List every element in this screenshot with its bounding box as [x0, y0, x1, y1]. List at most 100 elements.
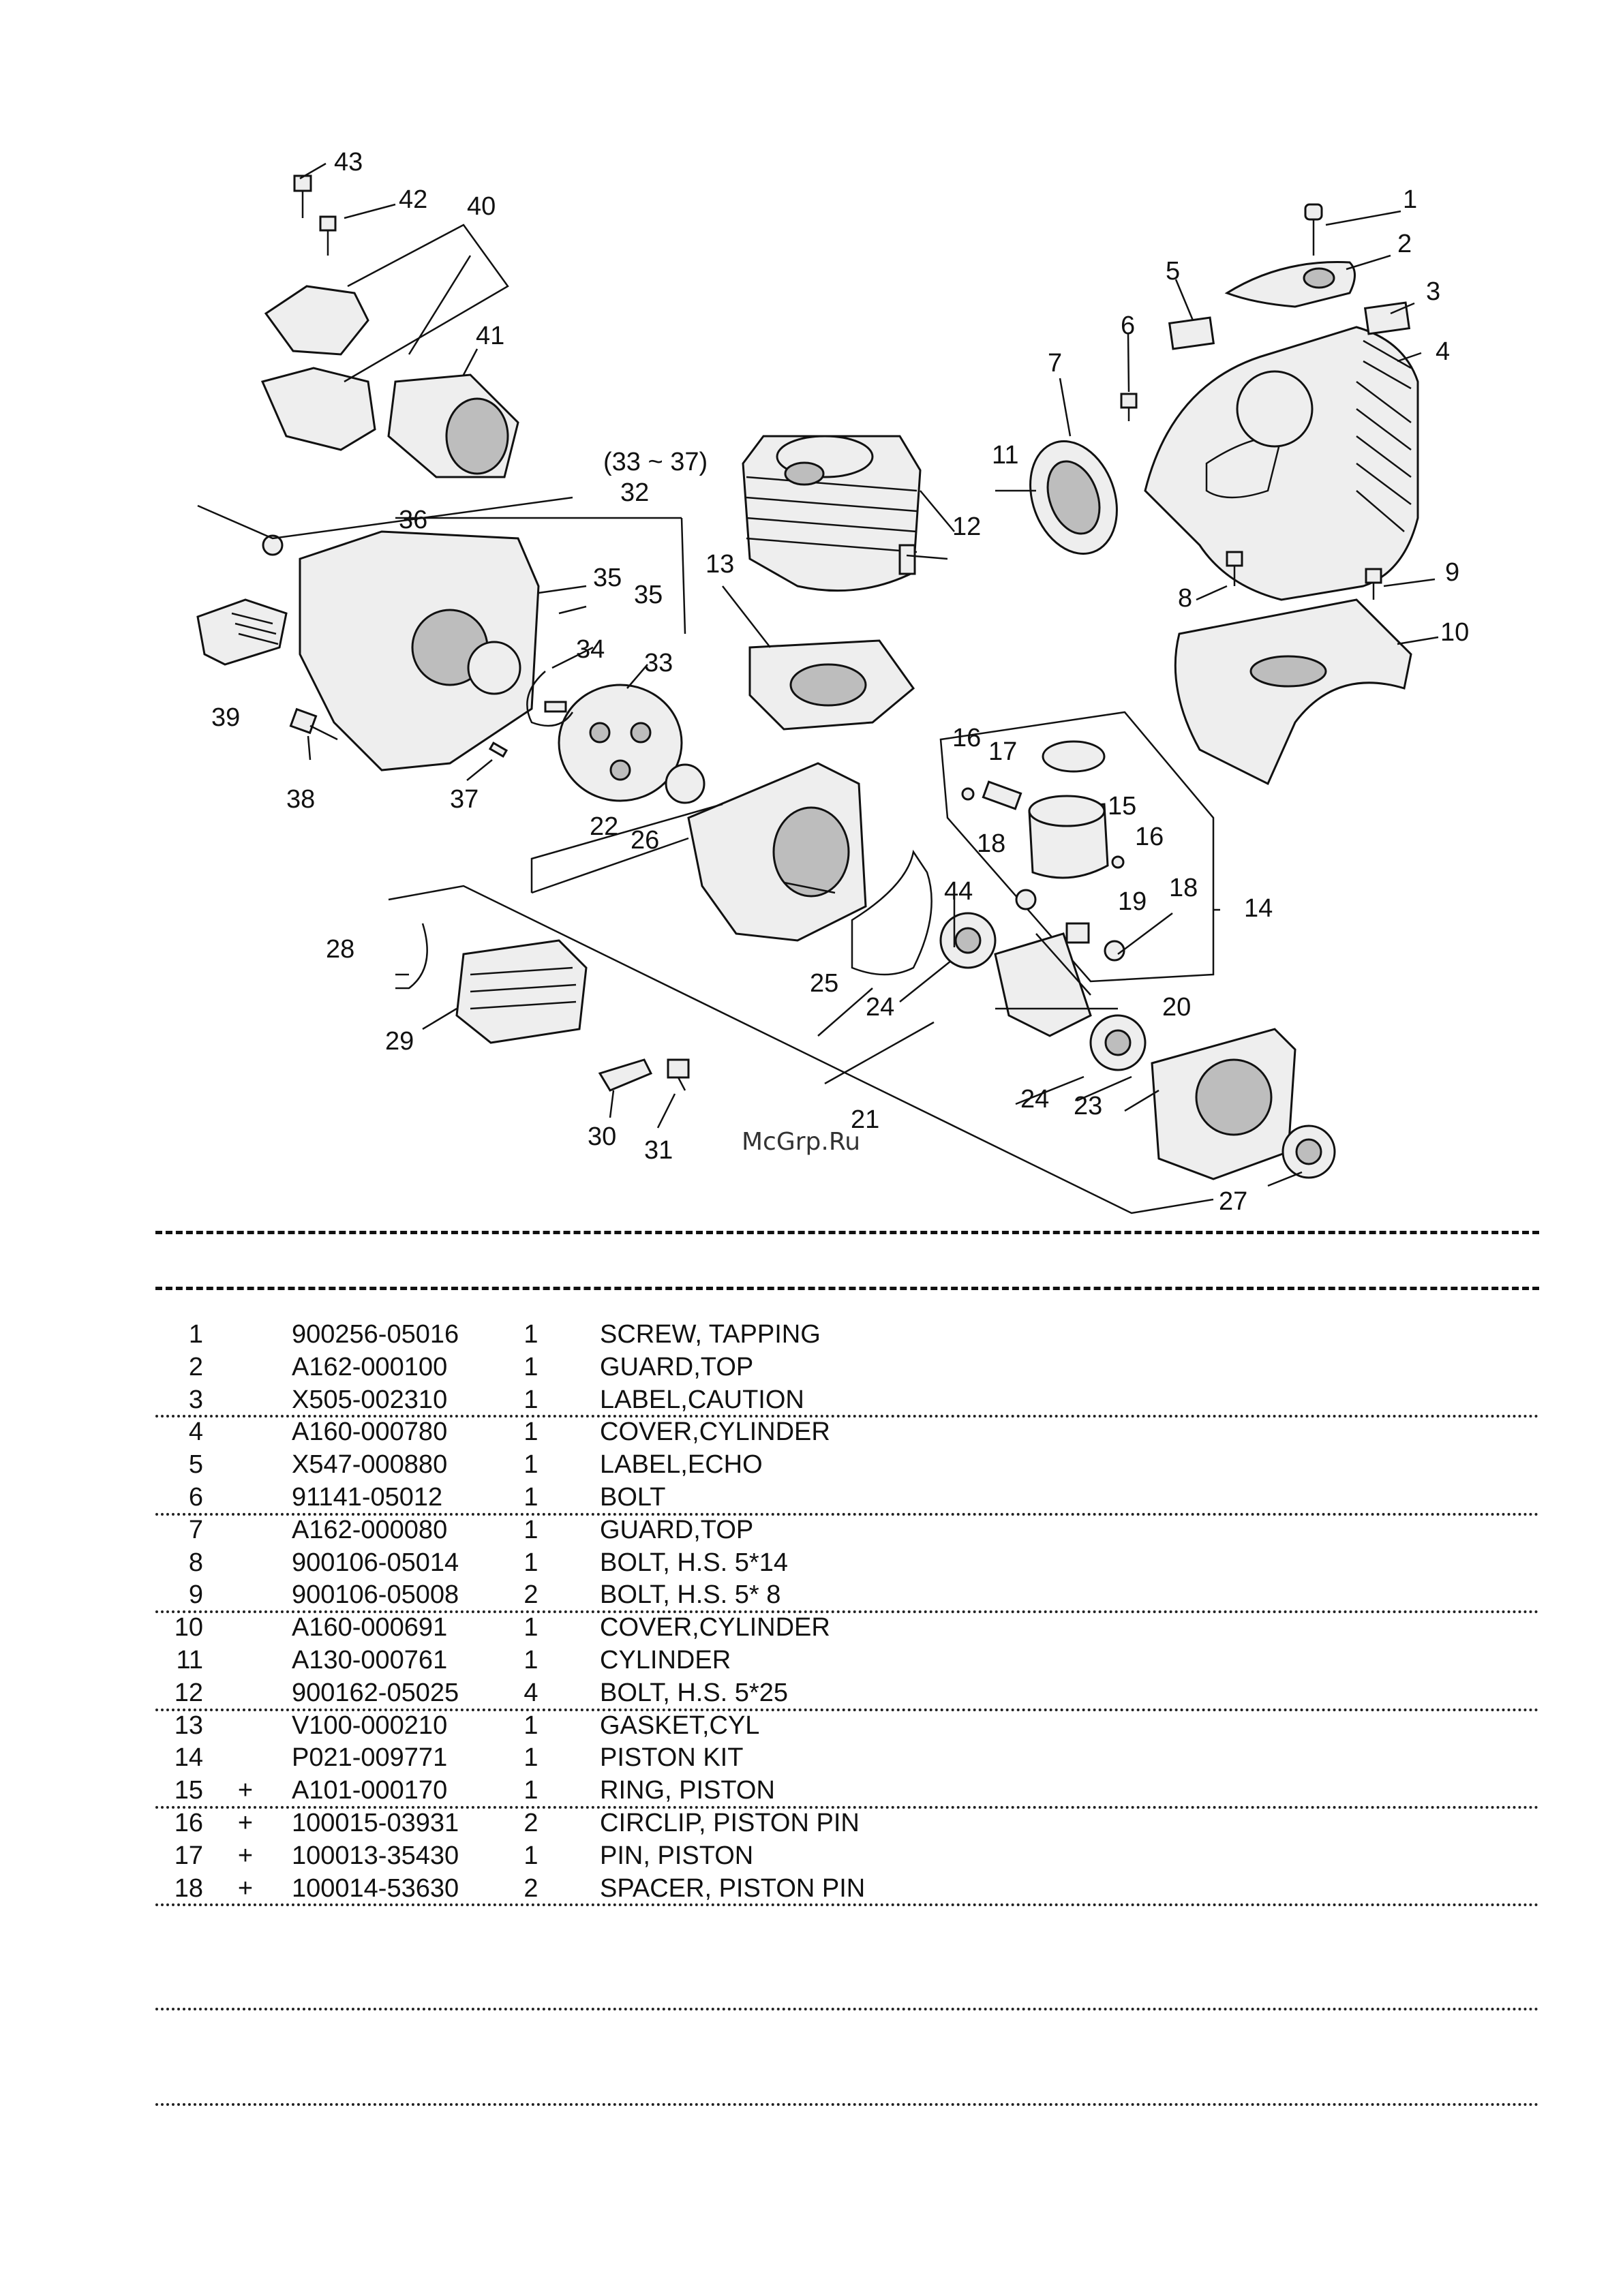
- description: PISTON KIT: [600, 1743, 744, 1773]
- description: SCREW, TAPPING: [600, 1320, 821, 1349]
- dashed-divider-top: [155, 1231, 1539, 1234]
- kit-mark: +: [237, 1808, 254, 1837]
- callout-5: 5: [1166, 257, 1180, 286]
- quantity: 1: [524, 1613, 539, 1642]
- circlip-drawing: [526, 671, 574, 727]
- part-code: 100013-35430: [292, 1841, 459, 1870]
- part-code: V100-000210: [292, 1711, 448, 1740]
- quantity: 1: [524, 1385, 539, 1414]
- cylinder-drawing: [742, 435, 922, 592]
- callout-16b: 16: [1135, 823, 1164, 851]
- part-number-index: 8: [188, 1548, 203, 1577]
- part-code: P021-009771: [292, 1743, 448, 1773]
- group-label-33-37: (33 ~ 37): [603, 448, 708, 476]
- callout-21: 21: [851, 1105, 879, 1134]
- callout-35b: 35: [634, 581, 663, 609]
- part-code: 100015-03931: [292, 1808, 459, 1837]
- part-number-index: 16: [174, 1808, 203, 1837]
- top-guard-drawing: [1224, 261, 1356, 308]
- bolt-38-drawing: [289, 707, 338, 741]
- quantity: 1: [524, 1743, 539, 1773]
- description: PIN, PISTON: [600, 1841, 754, 1870]
- part-number-index: 15: [174, 1776, 203, 1805]
- callout-25: 25: [810, 969, 838, 998]
- callout-33: 33: [644, 649, 673, 677]
- label-echo-drawing: [1168, 316, 1215, 350]
- part-code: 900106-05008: [292, 1580, 459, 1610]
- kit-mark: +: [237, 1776, 254, 1805]
- callout-30: 30: [588, 1122, 616, 1151]
- quantity: 1: [524, 1711, 539, 1740]
- part-number-index: 2: [188, 1352, 203, 1381]
- callout-10: 10: [1440, 618, 1469, 647]
- callout-22: 22: [590, 812, 618, 841]
- quantity: 1: [524, 1450, 539, 1480]
- quantity: 2: [524, 1808, 539, 1837]
- callout-28: 28: [326, 935, 354, 964]
- callout-18a: 18: [977, 829, 1005, 858]
- quantity: 1: [524, 1418, 539, 1447]
- oring-36-drawing: [262, 534, 284, 556]
- description: LABEL,ECHO: [600, 1450, 763, 1480]
- part-code: 900106-05014: [292, 1548, 459, 1577]
- quantity: 1: [524, 1515, 539, 1544]
- part-code: A162-000080: [292, 1515, 448, 1544]
- callout-16a: 16: [952, 724, 981, 752]
- part-code: 900162-05025: [292, 1678, 459, 1707]
- label-caution-drawing: [1363, 301, 1411, 335]
- description: GUARD,TOP: [600, 1515, 754, 1544]
- callout-27: 27: [1219, 1187, 1247, 1216]
- quantity: 1: [524, 1841, 539, 1870]
- callout-41: 41: [476, 322, 504, 350]
- callout-32: 32: [620, 478, 649, 507]
- callout-2: 2: [1397, 230, 1412, 258]
- quantity: 2: [524, 1580, 539, 1610]
- description: RING, PISTON: [600, 1776, 775, 1805]
- callout-15: 15: [1108, 792, 1136, 821]
- description: LABEL,CAUTION: [600, 1385, 804, 1414]
- part-number-index: 9: [188, 1580, 203, 1610]
- part-code: 100014-53630: [292, 1873, 459, 1903]
- callout-44: 44: [944, 877, 973, 906]
- callout-42: 42: [399, 185, 427, 214]
- description: BOLT, H.S. 5*14: [600, 1548, 788, 1577]
- callout-40: 40: [467, 192, 496, 221]
- part-code: 91141-05012: [292, 1482, 443, 1512]
- part-number-index: 14: [174, 1743, 203, 1773]
- throttle-lever-drawing: [196, 598, 288, 666]
- piston-kit-drawing: [939, 711, 1215, 983]
- part-code: A101-000170: [292, 1776, 448, 1805]
- cylinder-cover-drawing: [1144, 326, 1419, 601]
- crankcase-drawing: [687, 762, 867, 942]
- description: COVER,CYLINDER: [600, 1418, 830, 1447]
- fan-housing-drawing: [1151, 1028, 1336, 1180]
- part-code: A130-000761: [292, 1645, 448, 1674]
- quantity: 1: [524, 1548, 539, 1577]
- part-number-index: 18: [174, 1873, 203, 1903]
- kit-mark: +: [237, 1873, 254, 1903]
- part-code: A162-000100: [292, 1352, 448, 1381]
- callout-38: 38: [286, 785, 315, 814]
- wire-28-drawing: [395, 923, 428, 990]
- part-code: X547-000880: [292, 1450, 448, 1480]
- part-number-index: 3: [188, 1385, 203, 1414]
- part-number-index: 1: [188, 1320, 203, 1349]
- callout-17: 17: [988, 737, 1017, 766]
- callout-20: 20: [1162, 993, 1191, 1022]
- part-number-index: 4: [188, 1418, 203, 1447]
- handle-clamp-drawing: [260, 174, 376, 451]
- part-code: A160-000691: [292, 1613, 448, 1642]
- callout-labels: 1 2 3 4 5 6 7 8 9 10 11 12 13 14 15 16 1…: [211, 148, 1469, 1216]
- description: BOLT, H.S. 5* 8: [600, 1580, 781, 1610]
- callout-23: 23: [1074, 1092, 1102, 1120]
